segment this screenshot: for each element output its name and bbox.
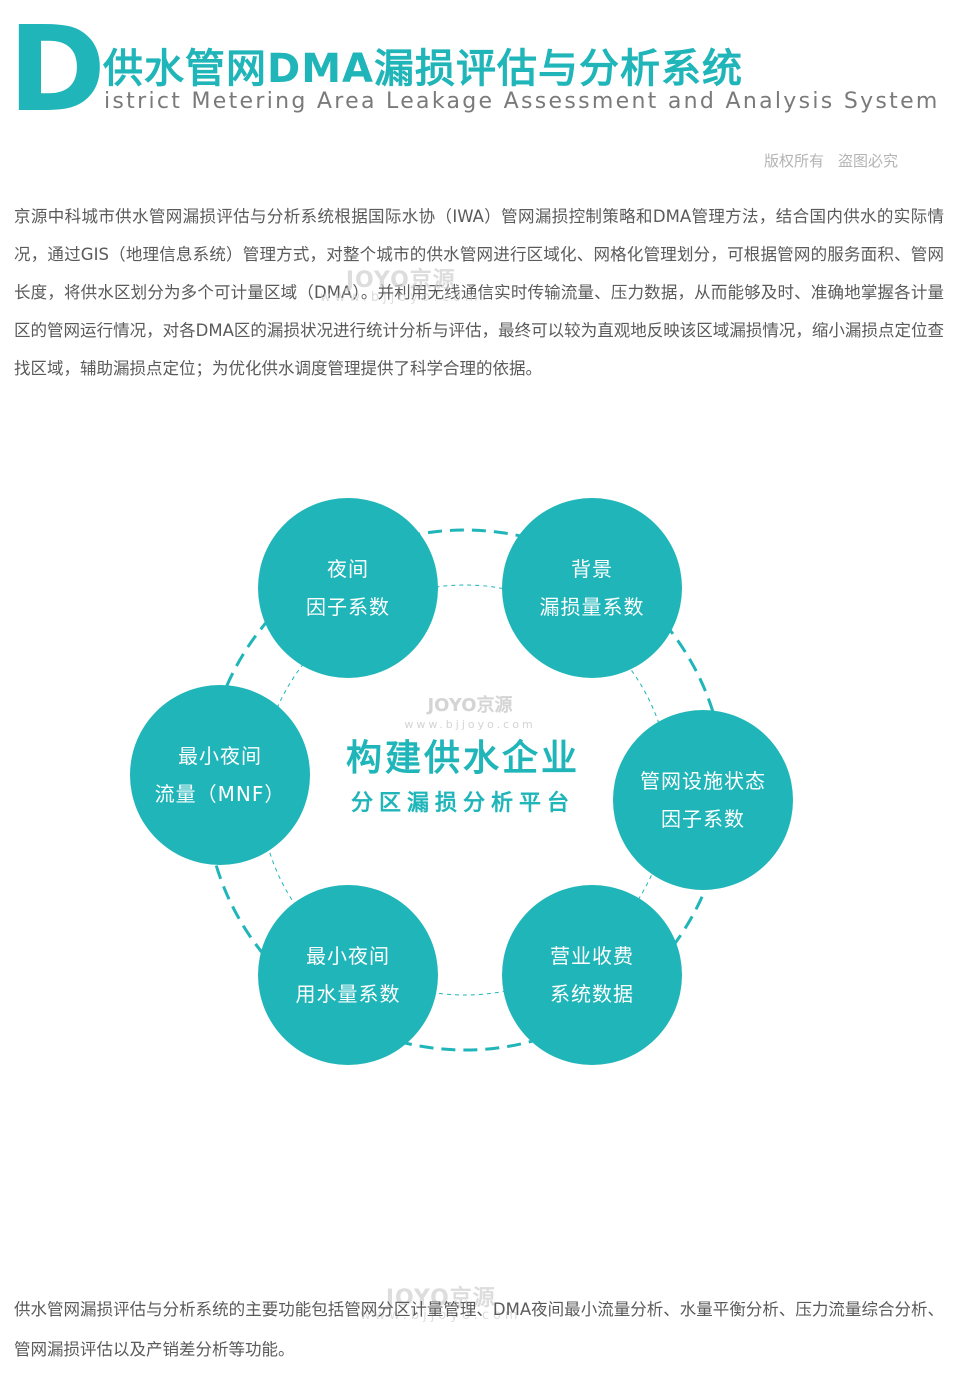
- center-watermark-url: www.bjjoyo.com: [404, 718, 535, 731]
- watermark-top: JOYO京源 www.bjjoyo.com: [320, 262, 482, 305]
- factor-node-circle: [502, 498, 682, 678]
- factor-node-label-line2: 漏损量系数: [540, 595, 645, 619]
- factor-node-circle: [130, 685, 310, 865]
- factor-node-label-line2: 因子系数: [661, 807, 745, 831]
- center-title: 构建供水企业: [346, 737, 580, 779]
- intro-paragraph: 京源中科城市供水管网漏损评估与分析系统根据国际水协（IWA）管网漏损控制策略和D…: [14, 207, 944, 378]
- factor-node-circle: [613, 710, 793, 890]
- factor-node-circle: [502, 885, 682, 1065]
- summary-paragraph: 供水管网漏损评估与分析系统的主要功能包括管网分区计量管理、DMA夜间最小流量分析…: [14, 1300, 944, 1359]
- factor-node-label-line1: 最小夜间: [178, 744, 262, 768]
- factor-node-label-line1: 管网设施状态: [640, 769, 766, 793]
- factor-node-label-line2: 因子系数: [306, 595, 390, 619]
- factor-node-label-line2: 流量（MNF）: [155, 782, 286, 806]
- copyright-notice: 版权所有盗图必究: [750, 150, 898, 171]
- dma-factor-diagram: 夜间因子系数背景漏损量系数管网设施状态因子系数营业收费系统数据最小夜间用水量系数…: [130, 498, 793, 1065]
- factor-node-label-line1: 最小夜间: [306, 944, 390, 968]
- header-initial-letter: D: [8, 0, 106, 138]
- page-subtitle-english: istrict Metering Area Leakage Assessment…: [104, 89, 940, 114]
- watermark-logo: JOYO京源: [345, 268, 456, 293]
- factor-node-label-line1: 夜间: [327, 557, 369, 581]
- center-subtitle: 分区漏损分析平台: [351, 790, 575, 816]
- factor-node-label-line1: 营业收费: [550, 944, 634, 968]
- factor-nodes: 夜间因子系数背景漏损量系数管网设施状态因子系数营业收费系统数据最小夜间用水量系数…: [130, 498, 793, 1065]
- page-title: 供水管网DMA漏损评估与分析系统: [103, 46, 743, 92]
- factor-node-label-line2: 系统数据: [550, 982, 634, 1006]
- watermark-bottom: JOYO京源 www.bjjoyo.com: [360, 1280, 522, 1323]
- copyright-left: 版权所有: [763, 152, 824, 170]
- factor-node-circle: [258, 498, 438, 678]
- center-watermark-logo: JOYO京源: [425, 694, 512, 716]
- factor-node-label-line1: 背景: [571, 557, 613, 581]
- watermark-logo-bottom: JOYO京源: [385, 1286, 496, 1311]
- copyright-right: 盗图必究: [837, 152, 898, 170]
- factor-node-label-line2: 用水量系数: [296, 982, 401, 1006]
- factor-node-circle: [258, 885, 438, 1065]
- watermark-url-bottom: www.bjjoyo.com: [360, 1308, 522, 1323]
- watermark-url: www.bjjoyo.com: [320, 290, 482, 305]
